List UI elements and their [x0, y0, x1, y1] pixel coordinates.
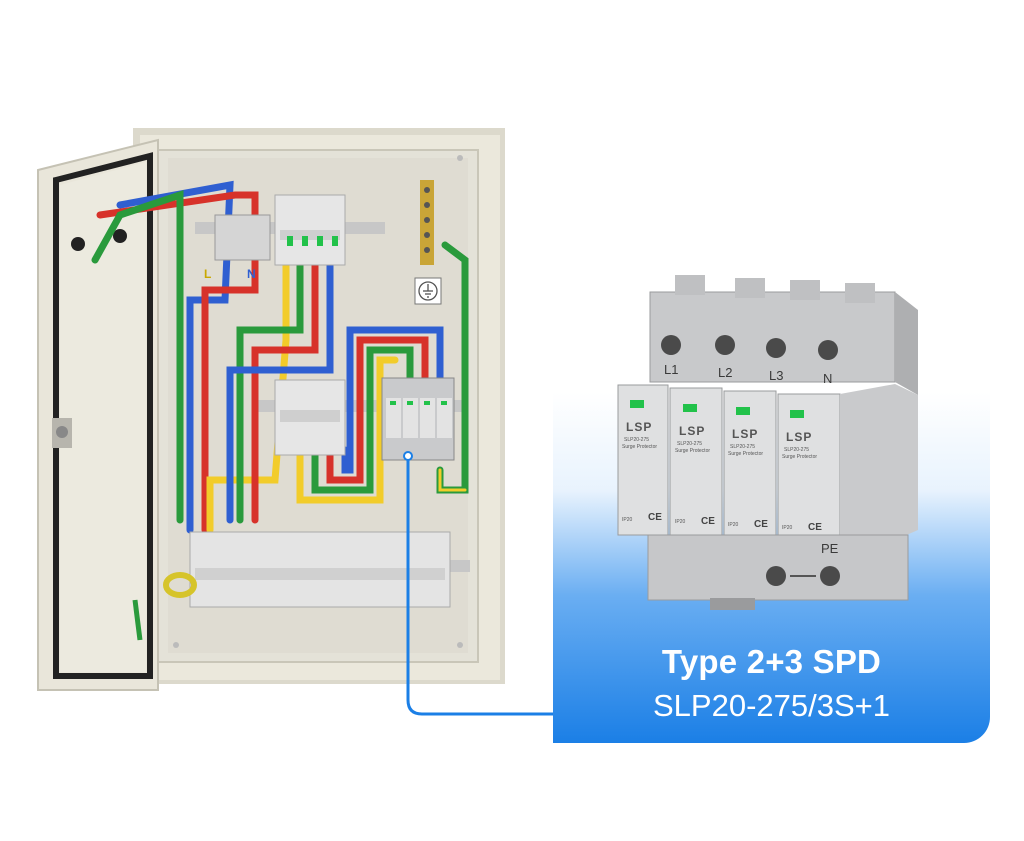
- module-brand-3: LSP: [732, 427, 759, 441]
- module-model-4: SLP20-275: [784, 447, 810, 453]
- module-brand-4: LSP: [786, 430, 813, 444]
- module-model-1: SLP20-275: [624, 437, 650, 443]
- terminal-label-l1: L1: [664, 362, 679, 377]
- earth-ground-icon: [414, 277, 442, 305]
- module-brand-2: LSP: [679, 424, 706, 438]
- terminal-label-pe: PE: [821, 541, 839, 556]
- spd-module: [617, 275, 918, 610]
- neutral-label: N: [247, 267, 256, 281]
- ce-mark-3: CE: [754, 519, 768, 530]
- earth-wire-coil: [132, 572, 197, 641]
- terminal-blocks: [214, 214, 271, 261]
- module-brand-1: LSP: [626, 420, 653, 434]
- terminal-label-l2: L2: [718, 365, 733, 380]
- module-ip-3: IP20: [728, 522, 739, 528]
- terminal-label-l3: L3: [769, 368, 784, 383]
- module-ip-1: IP20: [622, 517, 633, 523]
- callout-title: Type 2+3 SPD: [661, 643, 882, 680]
- earth-busbar: [420, 180, 434, 265]
- module-subtitle-3: Surge Protector: [728, 451, 764, 457]
- line-label: L: [204, 267, 212, 281]
- module-subtitle-2: Surge Protector: [675, 448, 711, 454]
- module-ip-2: IP20: [675, 519, 686, 525]
- cabinet-door: [37, 138, 159, 691]
- callout-model: SLP20-275/3S+1: [653, 688, 890, 723]
- rcd-unit: [274, 379, 346, 456]
- callout-leader-line: [406, 460, 555, 716]
- ce-mark-2: CE: [701, 516, 715, 527]
- ce-mark-4: CE: [808, 522, 822, 533]
- spd-in-cabinet: [381, 377, 455, 461]
- module-model-2: SLP20-275: [677, 441, 703, 447]
- module-model-3: SLP20-275: [730, 444, 756, 450]
- terminal-label-n: N: [823, 371, 833, 386]
- module-subtitle-4: Surge Protector: [782, 454, 818, 460]
- main-breaker: [274, 194, 346, 266]
- ce-mark-1: CE: [648, 512, 662, 523]
- module-ip-4: IP20: [782, 525, 793, 531]
- wiring: [91, 180, 469, 534]
- module-subtitle-1: Surge Protector: [622, 444, 658, 450]
